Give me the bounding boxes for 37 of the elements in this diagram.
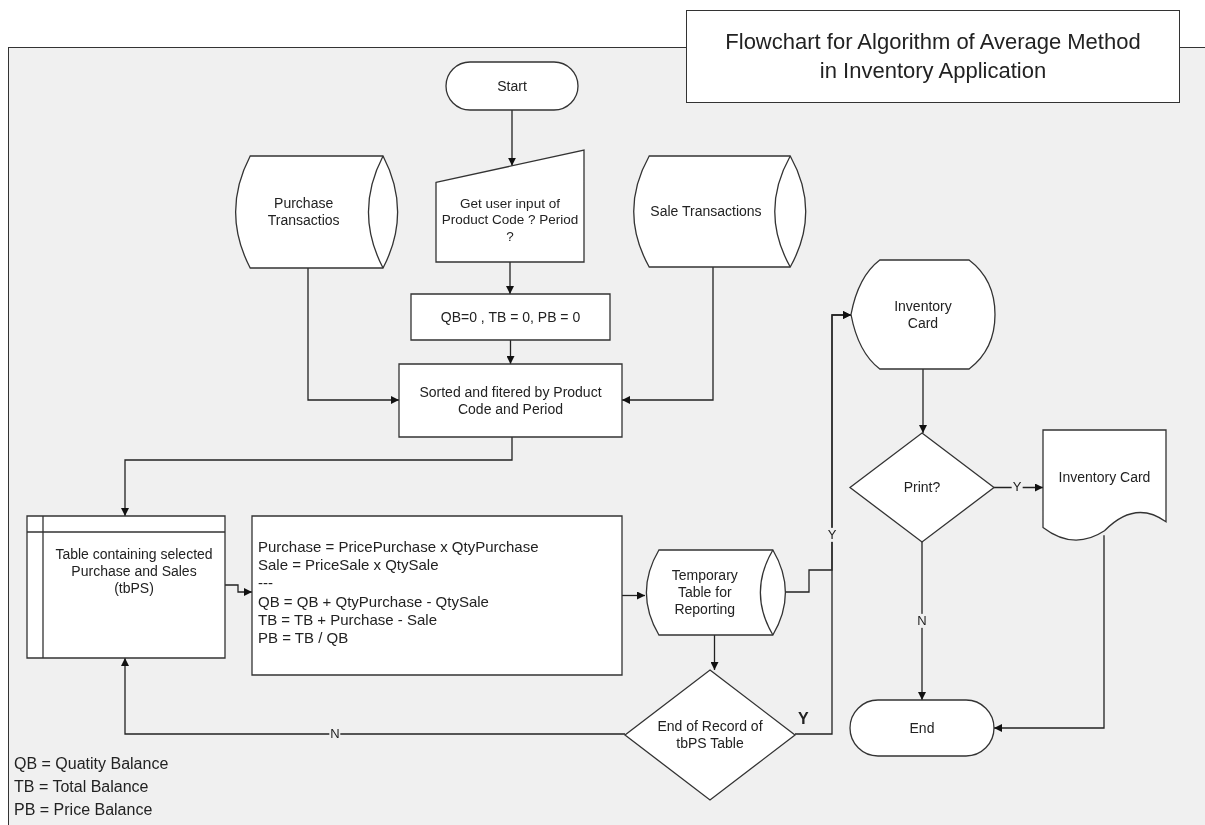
node-label: Inventory Card [1058,469,1151,486]
formula-line: Sale = PriceSale x QtySale [258,555,439,575]
arrow [508,109,516,167]
node-label: Sale Transactions [650,203,762,220]
abbreviation-note: PB = Price Balance [14,801,153,819]
node-label: Start [497,77,527,95]
arrow [121,657,626,735]
arrow [506,339,515,365]
arrow [307,267,400,404]
node-label: Purchase Transactios [266,195,341,229]
node-label: Print? [903,479,941,496]
arrow [993,483,1044,492]
formula-line: QB = QB + QtyPurchase - QtySale [258,592,489,611]
arrow [121,436,513,517]
edge-label: N [916,613,928,629]
abbreviation-note: QB = Quatity Balance [14,755,169,773]
diagram-title: Flowchart for Algorithm of Average Method in Inventory Application [686,10,1180,103]
arrow [919,368,927,434]
arrow [993,534,1105,732]
node-label: Get user input of Product Code ? Period ? [440,196,580,245]
formula-line: Purchase = PricePurchase x QtyPurchase [258,537,539,556]
decision-outcome-label: Y [798,710,809,728]
node-label: QB=0 , TB = 0, PB = 0 [440,308,581,326]
node-label: Table containing selected Purchase and Sales (tbPS) [55,546,213,597]
arrow [918,541,926,701]
arrow [506,261,514,295]
formula-line: TB = TB + Purchase - Sale [258,610,437,630]
formula-line: PB = TB / QB [258,629,349,648]
abbreviation-note: TB = Total Balance [14,778,149,796]
node-label: Temporary Table for Reporting [670,567,739,618]
edge-label: Y [826,527,838,543]
node-label: Inventory Card [893,297,953,332]
node-label: Sorted and fitered by Product Code and Period [418,383,603,418]
formula-line: --- [258,574,273,593]
node-label: End [909,719,935,737]
arrow [710,634,719,671]
node-label: End of Record of tbPS Table [656,718,764,752]
